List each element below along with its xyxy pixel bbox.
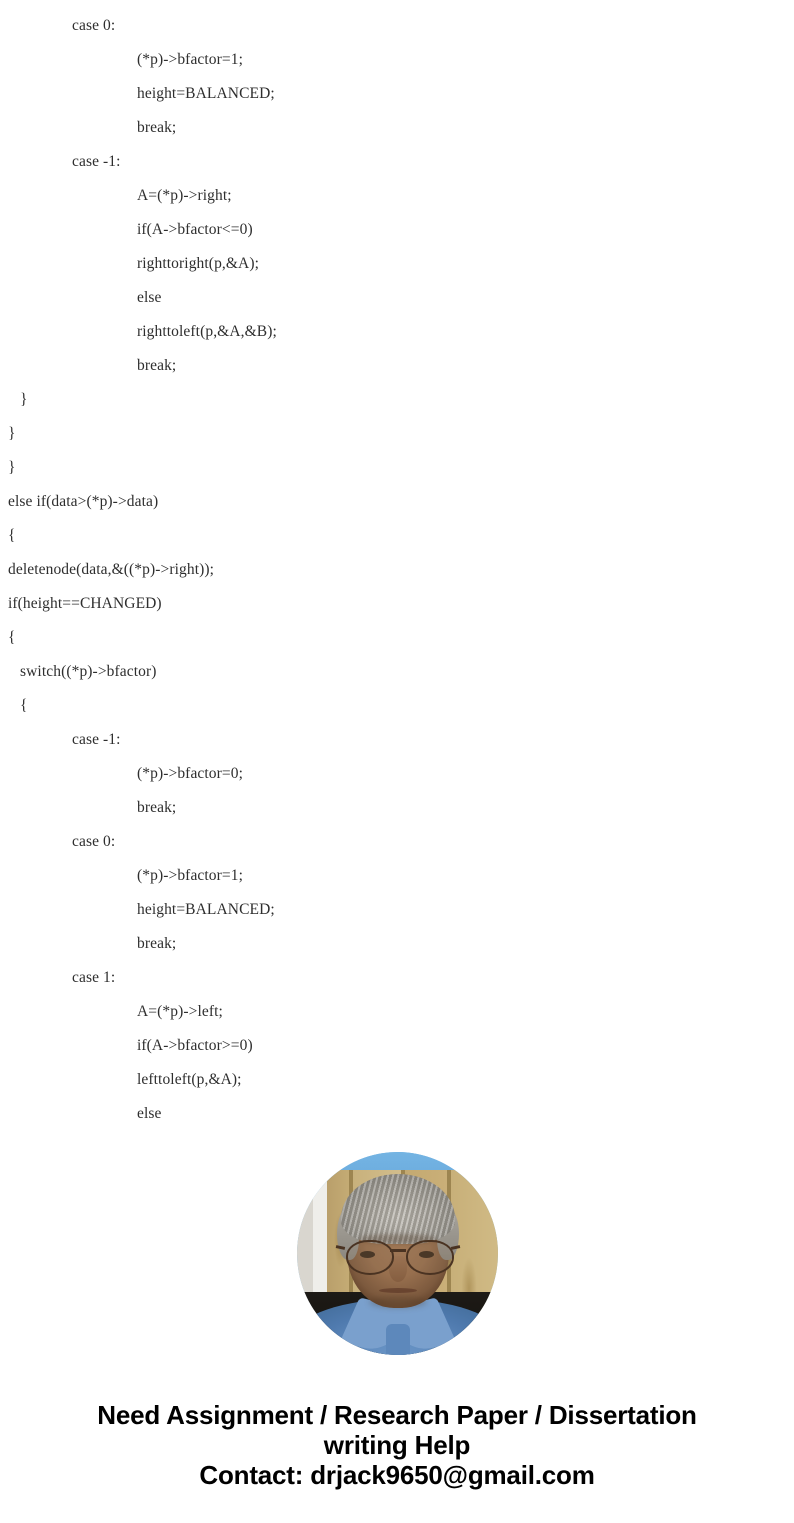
ad-line-2: writing Help [323, 1430, 471, 1460]
glasses-bridge [390, 1249, 406, 1252]
code-line: { [8, 629, 16, 646]
code-line: height=BALANCED; [137, 901, 275, 918]
portrait-avatar [297, 1152, 498, 1355]
code-line: { [8, 527, 16, 544]
photo-glasses [335, 1240, 461, 1275]
photo-chin-shadow [369, 1296, 427, 1308]
code-line: A=(*p)->right; [137, 187, 232, 204]
ad-line-1: Need Assignment / Research Paper / Disse… [97, 1400, 697, 1430]
code-line: } [20, 391, 28, 408]
code-line: case 0: [72, 833, 116, 850]
code-line: height=BALANCED; [137, 85, 275, 102]
glasses-lens-left [346, 1240, 394, 1275]
code-line: switch((*p)->bfactor) [20, 663, 157, 680]
code-line: } [8, 425, 16, 442]
ad-line-3: Contact: drjack9650@gmail.com [199, 1460, 595, 1490]
photo-shirt-placket [386, 1324, 410, 1355]
portrait-photo [297, 1152, 498, 1355]
code-line: if(A->bfactor<=0) [137, 221, 253, 238]
code-line: break; [137, 119, 177, 136]
code-line: if(A->bfactor>=0) [137, 1037, 253, 1054]
code-line: else [137, 289, 162, 306]
code-line: case -1: [72, 731, 121, 748]
code-line: { [20, 697, 28, 714]
code-line: case 0: [72, 17, 116, 34]
code-line: else [137, 1105, 162, 1122]
code-line: (*p)->bfactor=1; [137, 51, 244, 68]
code-line: } [8, 459, 16, 476]
code-line: (*p)->bfactor=0; [137, 765, 244, 782]
code-line: if(height==CHANGED) [8, 595, 162, 612]
photo-hair [341, 1174, 455, 1244]
code-line: break; [137, 935, 177, 952]
advertisement-footer: Need Assignment / Research Paper / Disse… [0, 1400, 794, 1490]
photo-mouth [379, 1288, 417, 1293]
code-line: case -1: [72, 153, 121, 170]
code-line: lefttoleft(p,&A); [137, 1071, 242, 1088]
code-line: A=(*p)->left; [137, 1003, 223, 1020]
glasses-lens-right [406, 1240, 454, 1275]
code-line: case 1: [72, 969, 116, 986]
code-line: else if(data>(*p)->data) [8, 493, 159, 510]
code-listing: case 0: (*p)->bfactor=1; height=BALANCED; b… [8, 17, 277, 1122]
code-line: righttoleft(p,&A,&B); [137, 323, 277, 340]
code-line: deletenode(data,&((*p)->right)); [8, 561, 215, 578]
photo-nose [389, 1256, 407, 1282]
code-line: righttoright(p,&A); [137, 255, 260, 272]
photo-brow-shadow [359, 1234, 437, 1244]
code-line: break; [137, 799, 177, 816]
code-line: (*p)->bfactor=1; [137, 867, 244, 884]
code-line: break; [137, 357, 177, 374]
